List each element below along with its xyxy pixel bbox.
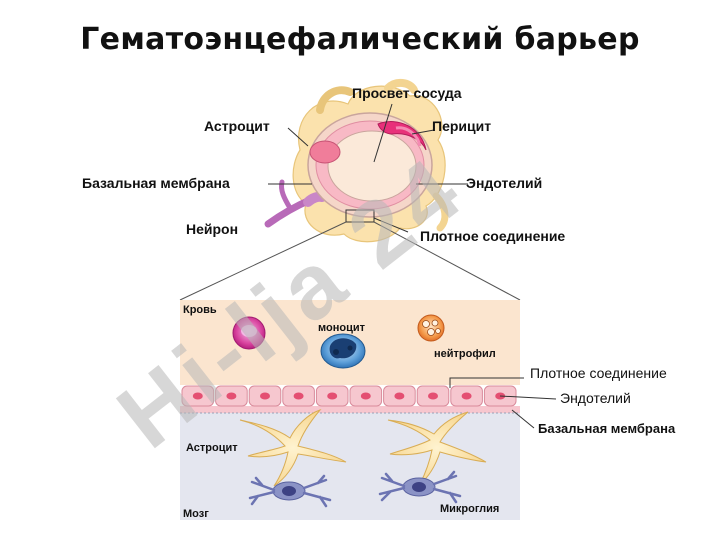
label-monocyte: моноцит xyxy=(318,322,366,334)
label-pericyte: Перицит xyxy=(432,118,491,134)
monocyte-cell xyxy=(320,333,366,369)
label-astrocyte-top: Астроцит xyxy=(204,118,270,134)
label-basal-membrane-top: Базальная мембрана xyxy=(82,175,230,191)
endothelial-cell xyxy=(215,385,248,407)
label-blood: Кровь xyxy=(183,304,217,316)
endothelial-nucleus xyxy=(309,140,341,164)
label-endothelium-bottom: Эндотелий xyxy=(560,390,631,406)
microglia-cell-left xyxy=(248,474,332,508)
magnified-panel xyxy=(180,300,520,520)
microglia-cell-right xyxy=(378,470,462,504)
label-basal-membrane-bottom: Базальная мембрана xyxy=(538,421,676,436)
label-tight-junction-bottom: Плотное соединение xyxy=(530,365,667,381)
erythrocyte xyxy=(232,316,266,350)
label-astrocyte-bottom: Астроцит xyxy=(186,442,238,454)
label-microglia: Микроглия xyxy=(440,503,499,515)
astrocyte-cell-right xyxy=(387,411,487,485)
label-brain: Мозг xyxy=(183,508,209,520)
endothelial-cell xyxy=(282,385,315,407)
endothelium-row xyxy=(181,385,517,407)
vessel-illustration xyxy=(179,79,521,301)
label-neutrophil: нейтрофил xyxy=(434,348,496,360)
vessel-lumen xyxy=(327,130,417,202)
basal-membrane-band xyxy=(180,406,520,413)
bottom-leaders xyxy=(449,377,557,429)
neutrophil-cell xyxy=(417,314,445,342)
label-endothelium-top: Эндотелий xyxy=(466,175,542,191)
top-leaders xyxy=(268,103,468,233)
page-title: Гематоэнцефалический барьер xyxy=(80,22,640,57)
endothelial-cell xyxy=(383,385,416,407)
endothelial-cell xyxy=(416,385,450,407)
label-tight-junction-top: Плотное соединение xyxy=(420,228,565,244)
tight-junction-box xyxy=(345,209,375,223)
endothelial-cell xyxy=(349,385,383,407)
endothelial-cell xyxy=(450,385,483,407)
label-neuron: Нейрон xyxy=(186,221,238,237)
label-lumen: Просвет сосуда xyxy=(352,85,462,101)
endothelial-cell xyxy=(315,385,349,407)
endothelial-cell xyxy=(181,385,215,407)
astrocyte-cell-left xyxy=(239,408,347,487)
brain-region xyxy=(180,412,520,520)
endothelial-cell xyxy=(248,385,282,407)
